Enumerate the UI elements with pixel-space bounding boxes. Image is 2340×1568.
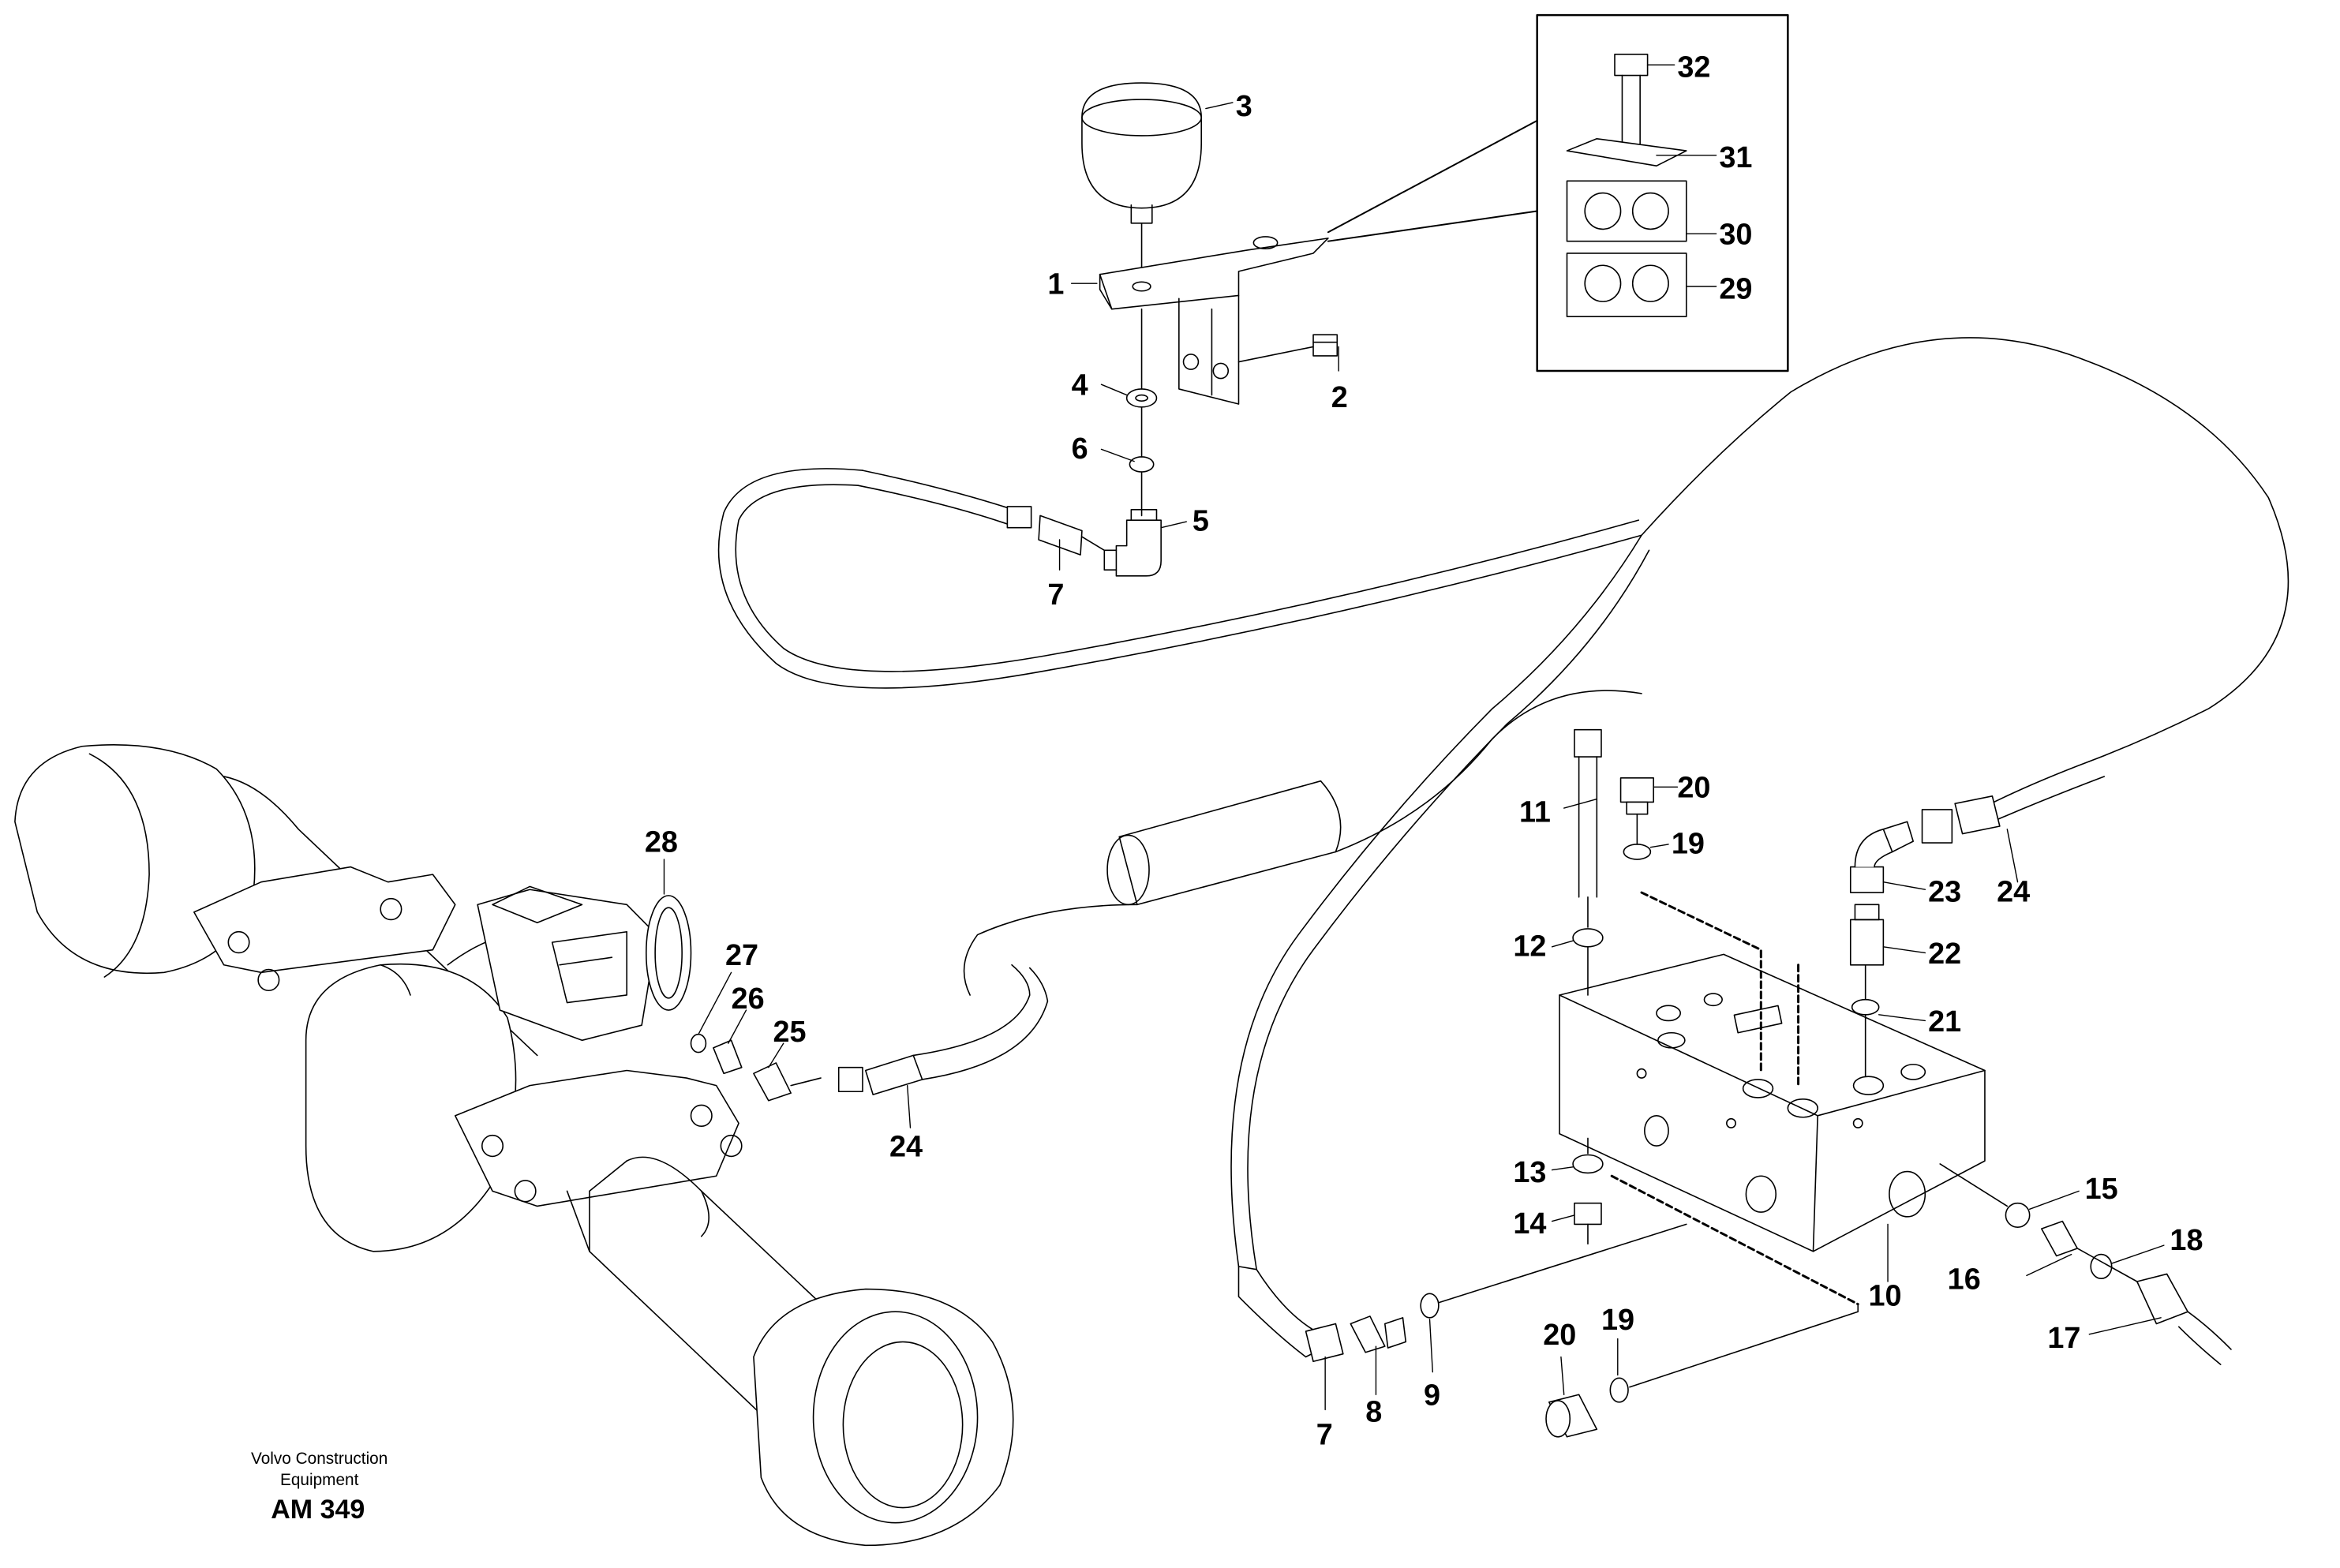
plug-top [1621,778,1654,859]
brand-line-1: Volvo Construction [251,1450,388,1468]
label-part-13: 13 [1513,1156,1546,1189]
label-part-8: 8 [1365,1396,1382,1429]
protective-sleeve [964,690,1642,995]
label-part-27: 27 [725,939,758,972]
elbow-5 [1104,510,1161,576]
label-part-11: 11 [1519,795,1551,829]
label-part-19-top: 19 [1672,827,1705,860]
valve-top-fittings [1851,796,2000,1076]
bracket [1100,237,1338,404]
label-part-32: 32 [1677,51,1710,84]
label-part-3: 3 [1236,90,1252,123]
label-part-16: 16 [1948,1263,1981,1296]
brand-block: Volvo Construction Equipment AM 349 [251,1450,388,1525]
label-part-2: 2 [1331,381,1348,414]
label-part-21: 21 [1928,1005,1961,1038]
plug-bottom [1546,1312,1858,1437]
label-part-24-right: 24 [1997,875,2030,908]
label-part-7-bottom: 7 [1316,1418,1333,1451]
label-part-12: 12 [1513,930,1546,963]
valve-bolt-stack [1573,730,1603,1244]
accumulator [1082,83,1201,268]
label-part-30: 30 [1719,218,1752,251]
label-part-19-bottom: 19 [1601,1304,1634,1337]
label-part-26: 26 [732,982,765,1016]
label-part-4: 4 [1072,369,1088,402]
valve-block [1559,893,1985,1312]
washers-4-6 [1127,309,1157,516]
label-part-20-bottom: 20 [1543,1319,1576,1352]
clamp-inset-box [1328,15,1788,371]
valve-side-fittings [1940,1164,2231,1364]
label-part-5: 5 [1192,504,1209,537]
label-part-24-left: 24 [889,1130,923,1163]
label-part-29: 29 [1719,272,1752,305]
brand-line-2: Equipment [280,1471,359,1489]
valve-left-fittings [1238,1224,1686,1361]
label-part-1: 1 [1047,268,1064,301]
hose-loop [719,338,2289,1270]
label-part-17: 17 [2047,1322,2080,1355]
leader-lines [664,65,2163,1409]
label-part-14: 14 [1513,1207,1546,1241]
label-part-20-top: 20 [1677,772,1710,805]
label-part-28: 28 [645,825,678,859]
label-part-25: 25 [773,1016,807,1049]
label-part-23: 23 [1928,875,1961,908]
label-part-15: 15 [2085,1173,2118,1206]
label-part-7-top: 7 [1047,578,1064,612]
hose-nut-7-top [858,470,1104,555]
axle-assembly [15,745,1013,1546]
part-number-labels: 3 1 2 4 6 5 7 32 31 30 29 11 20 19 23 24… [645,51,2203,1451]
label-part-10: 10 [1868,1279,1901,1312]
label-part-22: 22 [1928,937,1961,971]
label-part-6: 6 [1072,432,1088,466]
drawing-code: AM 349 [271,1495,365,1525]
label-part-31: 31 [1719,141,1752,174]
label-part-9: 9 [1424,1379,1440,1412]
label-part-18: 18 [2170,1224,2203,1257]
